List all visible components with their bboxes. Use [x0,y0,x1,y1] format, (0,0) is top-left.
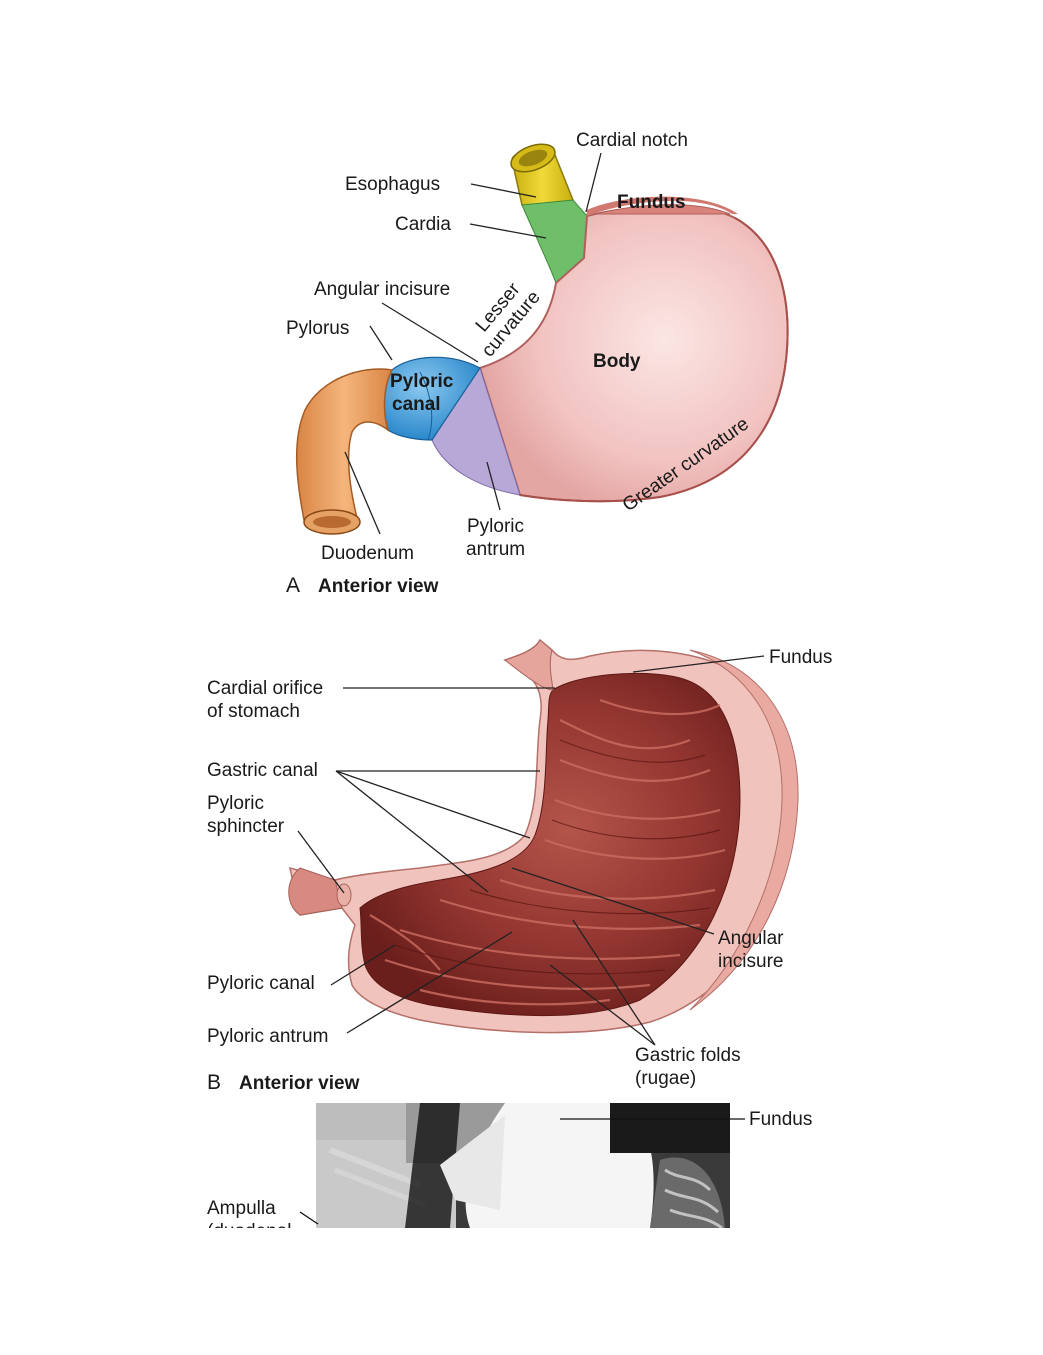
label-fundus-a: Fundus [617,192,686,213]
label-pyloric-sphincter-line1: Pyloric [207,793,264,814]
label-fundus-b: Fundus [769,647,832,668]
label-duodenum: Duodenum [321,543,414,564]
radiograph-image [316,1103,730,1228]
label-pyloric-antrum-a-line1: Pyloric [467,516,524,537]
label-pylorus: Pylorus [286,318,349,339]
label-gastric-folds-line1: Gastric folds [635,1045,741,1066]
label-gastric-folds-line2: (rugae) [635,1068,696,1089]
label-angular-incisure-a: Angular incisure [314,279,450,300]
duodenum-shape [295,368,394,526]
gastric-rugae [369,698,726,1006]
label-angular-incisure-b-line1: Angular [718,928,784,949]
label-gastric-canal: Gastric canal [207,760,318,781]
label-pyloric-canal-line1: Pyloric [390,371,454,392]
panel-a-caption: Anterior view [318,576,439,597]
label-esophagus: Esophagus [345,174,440,195]
label-cardial-orifice-line2: of stomach [207,701,300,722]
label-angular-incisure-b-line2: incisure [718,951,783,972]
panel-b-diagram [288,638,799,1046]
label-body: Body [593,351,641,372]
stomach-mucosa [359,672,741,1017]
label-fundus-c: Fundus [749,1109,812,1130]
label-pyloric-sphincter-line2: sphincter [207,816,285,837]
panel-b-letter: B [207,1071,221,1094]
panel-a-diagram [295,143,789,535]
label-pyloric-antrum-b: Pyloric antrum [207,1026,328,1047]
label-cardia: Cardia [395,214,451,235]
label-cardial-orifice-line1: Cardial orifice [207,678,323,699]
label-pyloric-canal-line2: canal [392,394,441,415]
label-cardial-notch: Cardial notch [576,130,688,151]
label-ampulla-line1: Ampulla [207,1198,276,1219]
panel-b-caption: Anterior view [239,1073,360,1094]
label-pyloric-antrum-a-line2: antrum [466,539,525,560]
fundus-shape [586,204,731,217]
label-pyloric-canal-b: Pyloric canal [207,973,315,994]
label-ampulla-line2: (duodenal [207,1221,292,1242]
panel-a-letter: A [286,574,300,597]
